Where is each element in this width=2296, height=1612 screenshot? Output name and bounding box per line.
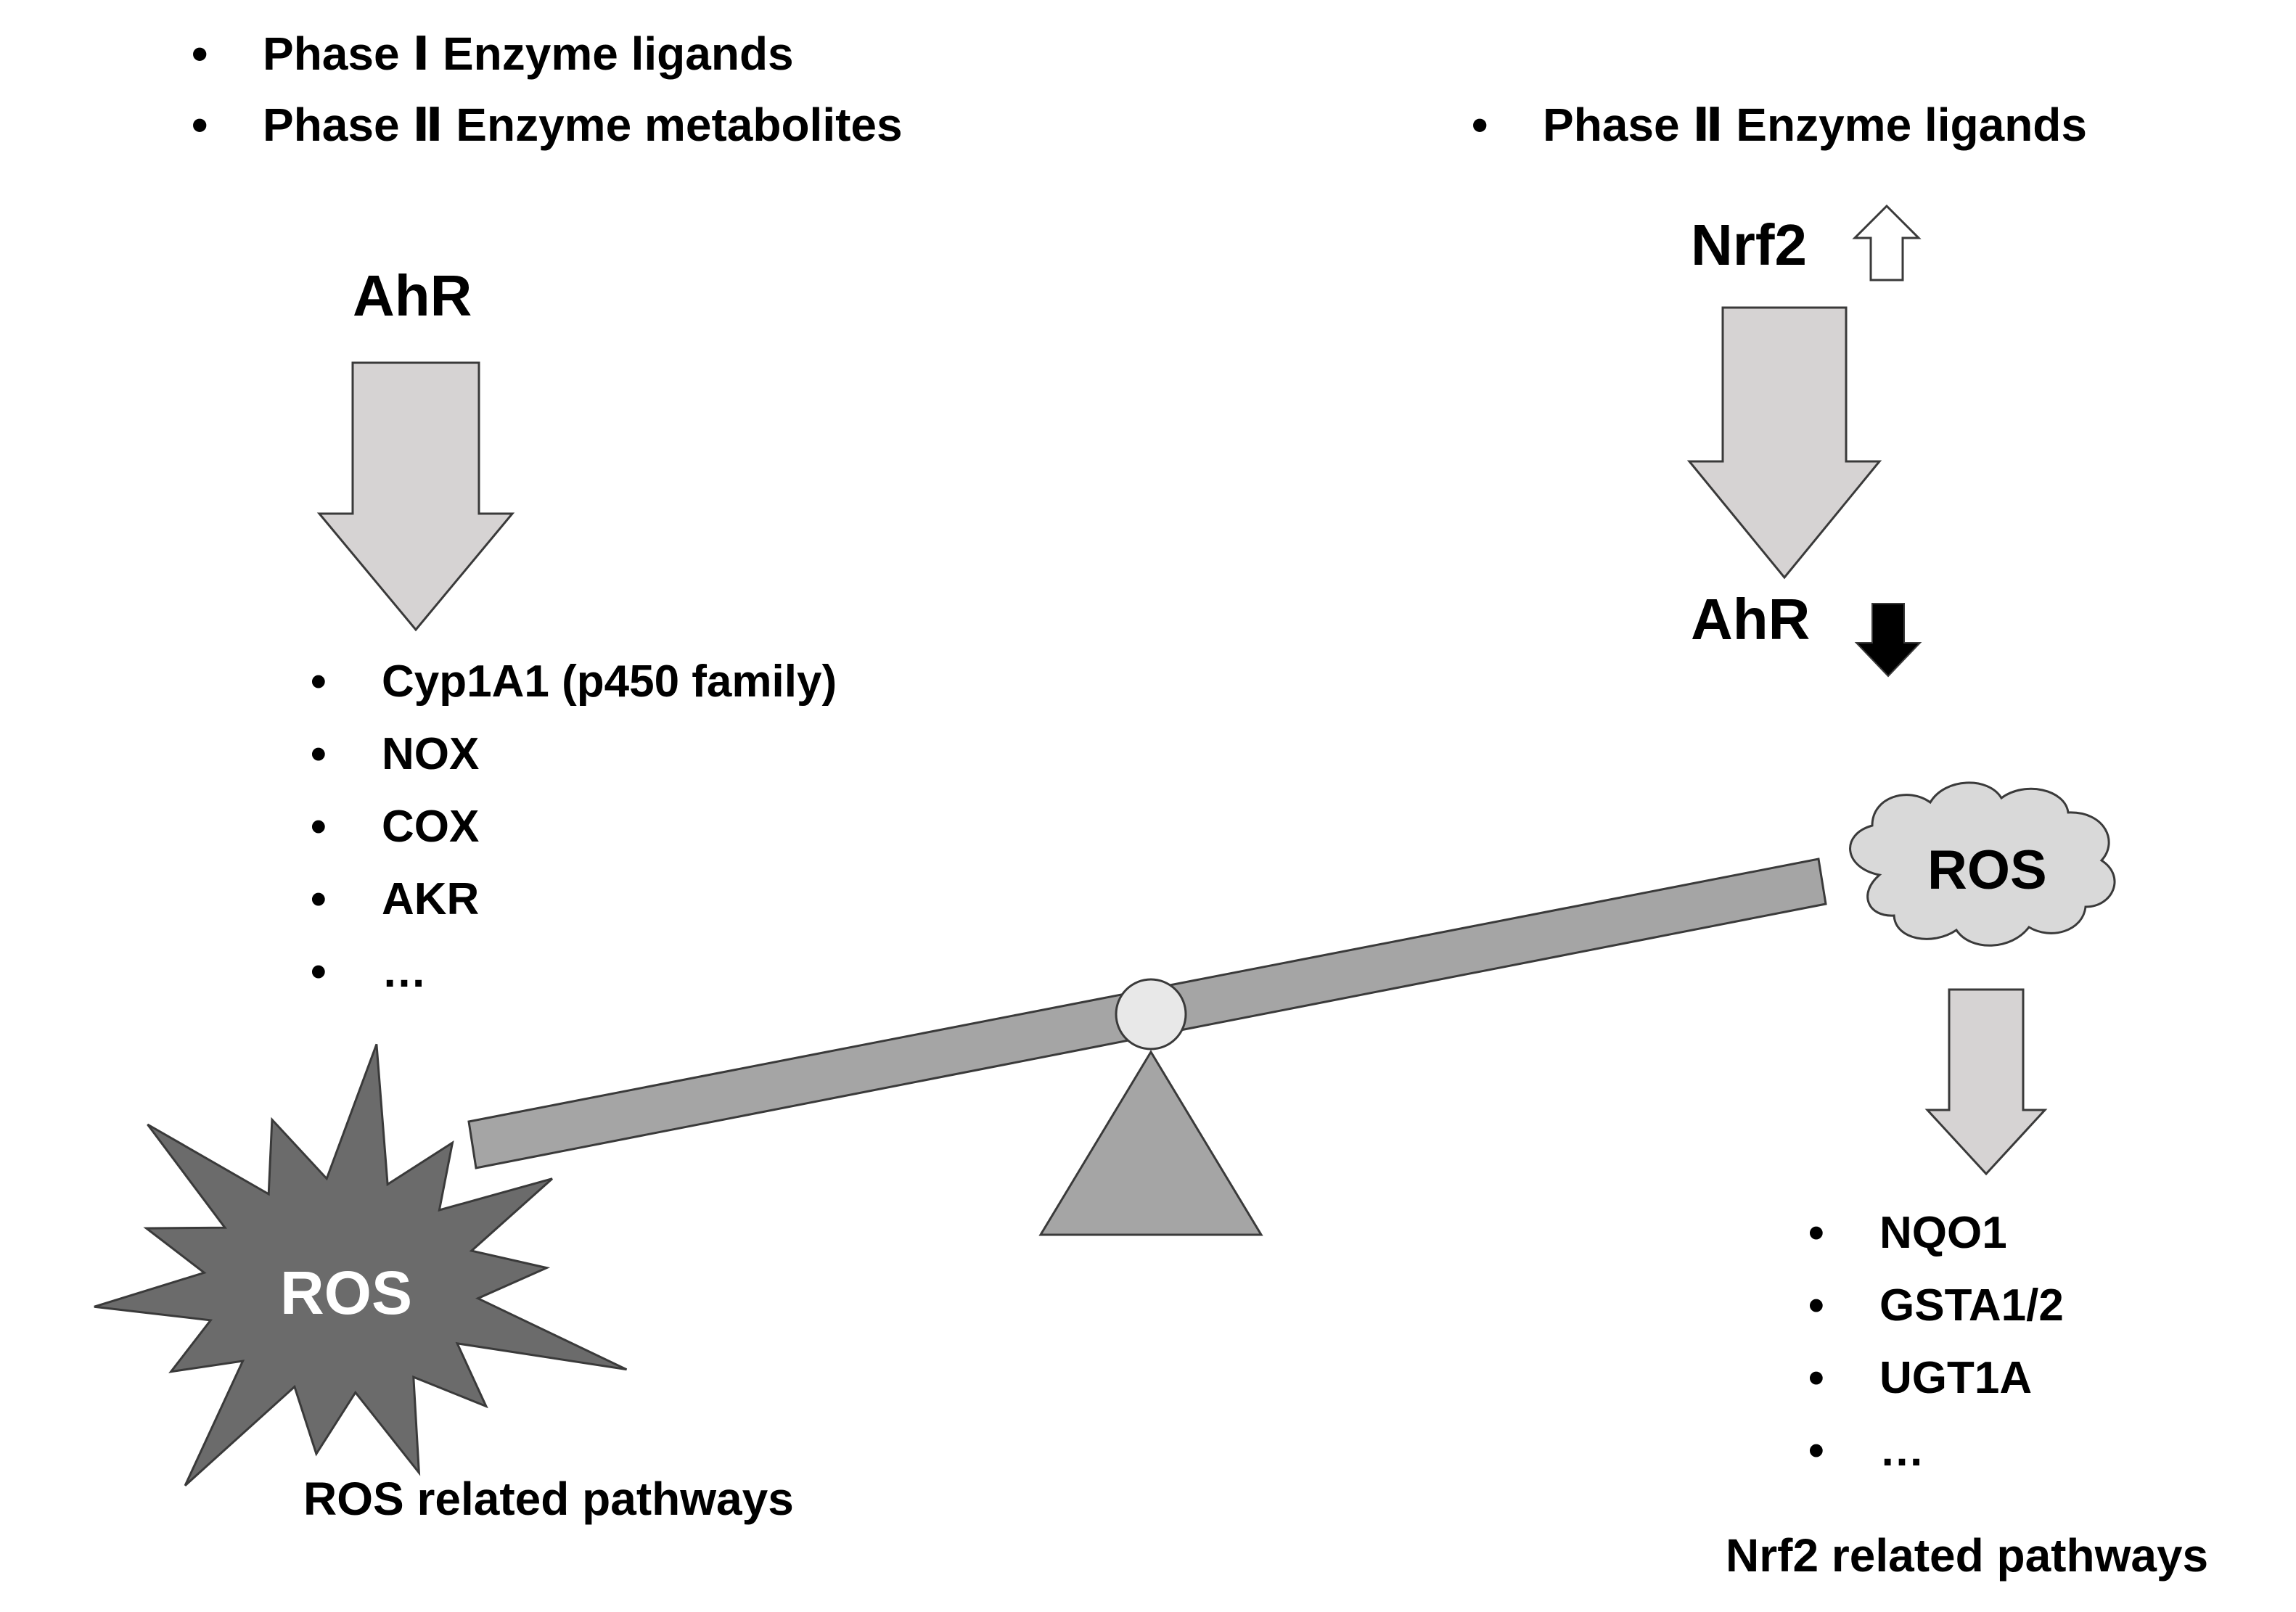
- list-item: AKR: [311, 869, 837, 942]
- list-item: Phase Ⅰ Enzyme ligands: [192, 26, 903, 97]
- list-item: GSTA1/2: [1808, 1275, 2064, 1348]
- ahr-left-label: AhR: [353, 263, 472, 328]
- ros-to-nrf2-down-arrow: [1924, 988, 2048, 1176]
- list-item: Cyp1A1 (p450 family): [311, 651, 837, 724]
- ros-cloud-label: ROS: [1927, 839, 2047, 901]
- nrf2-to-ahr-down-arrow: [1686, 306, 1882, 580]
- seesaw-fulcrum: [1038, 1050, 1263, 1236]
- list-item: Phase Ⅱ Enzyme metabolites: [192, 97, 903, 168]
- top-right-ligand-list: Phase Ⅱ Enzyme ligands: [1472, 97, 2087, 168]
- ros-pathways-label: ROS related pathways: [303, 1473, 794, 1525]
- ahr-right-label: AhR: [1691, 587, 1811, 651]
- ros-explosion-label: ROS: [280, 1259, 413, 1327]
- list-item: COX: [311, 797, 837, 869]
- ros-cloud-shape: [1849, 781, 2116, 947]
- seesaw-pivot: [1115, 978, 1187, 1050]
- list-item: Phase Ⅱ Enzyme ligands: [1472, 97, 2087, 168]
- ros-explosion-shape: [94, 1043, 628, 1486]
- list-item: …: [311, 942, 837, 1014]
- nrf2-pathways-label: Nrf2 related pathways: [1726, 1529, 2209, 1582]
- nrf2-up-arrow-icon: [1852, 204, 1922, 281]
- ahr-left-down-arrow: [316, 361, 515, 632]
- right-enzyme-list: NQO1 GSTA1/2 UGT1A …: [1808, 1203, 2064, 1493]
- nrf2-label: Nrf2: [1691, 213, 1808, 277]
- ahr-down-arrow-icon: [1854, 603, 1922, 678]
- list-item: NOX: [311, 724, 837, 797]
- list-item: UGT1A: [1808, 1348, 2064, 1420]
- top-left-ligand-list: Phase Ⅰ Enzyme ligands Phase Ⅱ Enzyme me…: [192, 26, 903, 168]
- left-enzyme-list: Cyp1A1 (p450 family) NOX COX AKR …: [311, 651, 837, 1014]
- list-item: …: [1808, 1420, 2064, 1493]
- list-item: NQO1: [1808, 1203, 2064, 1275]
